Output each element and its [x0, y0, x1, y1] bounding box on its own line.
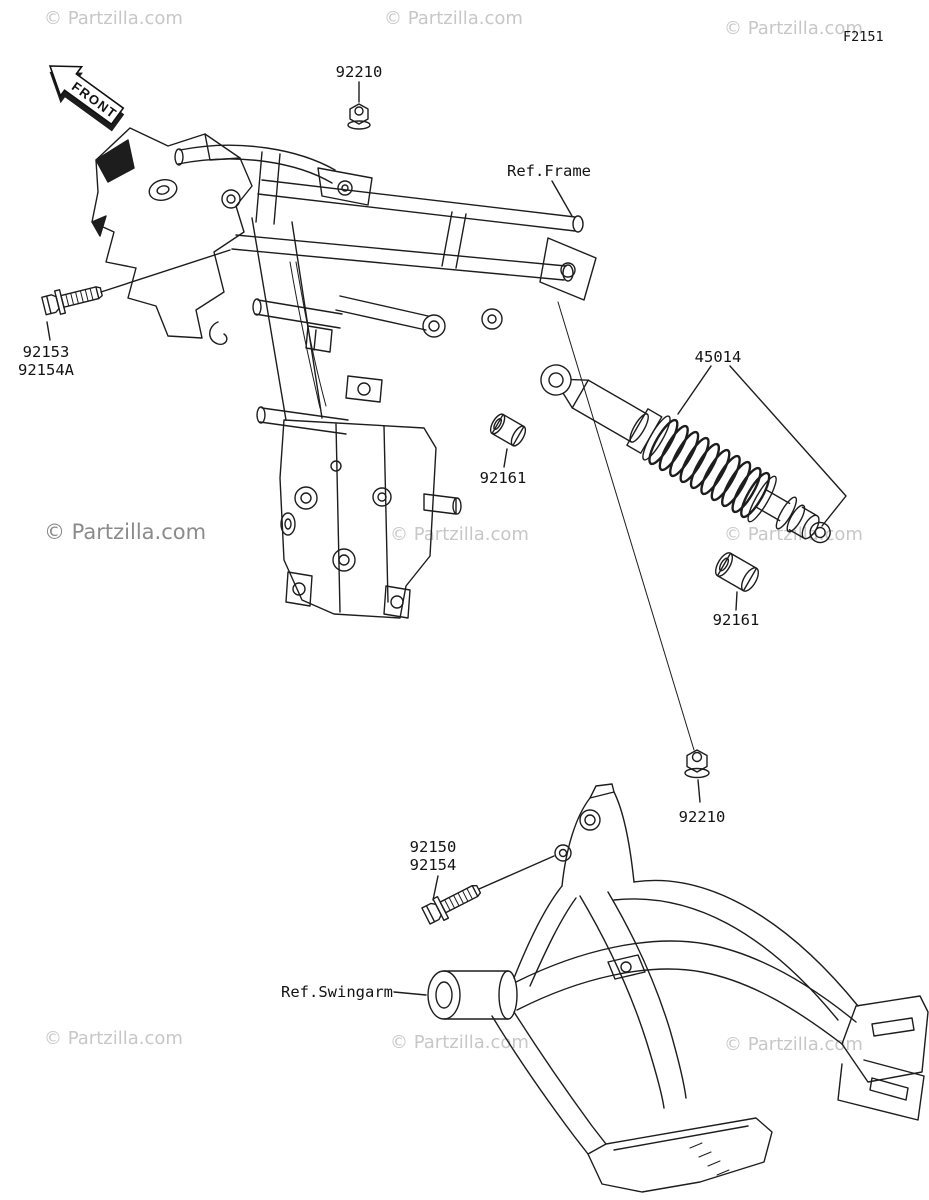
leader-line-nut-bottom	[697, 779, 701, 803]
callout-shock: 45014	[695, 348, 742, 366]
leader-line-ref-swingarm	[393, 991, 427, 996]
leader-line-bolt-lower	[478, 855, 555, 890]
watermark: © Partzilla.com	[44, 8, 183, 29]
bushing-lower-drawing	[714, 552, 760, 592]
nut-bottom-drawing	[684, 749, 710, 779]
watermark: © Partzilla.com	[384, 8, 523, 29]
watermark: © Partzilla.com	[390, 1032, 529, 1053]
callout-bushing-lower: 92161	[713, 611, 760, 629]
figure-code: F2151	[843, 29, 884, 45]
leader-line-shock-b	[729, 365, 847, 527]
watermark: © Partzilla.com	[44, 1028, 183, 1049]
callout-nut-top: 92210	[336, 63, 383, 81]
watermark: © Partzilla.com	[390, 524, 529, 545]
callout-ref-swingarm: Ref.Swingarm	[281, 983, 393, 1001]
leader-line-bushing-lower	[735, 591, 738, 611]
nut-top-drawing	[347, 103, 371, 130]
leader-line-ref-frame	[551, 180, 573, 217]
leader-line-bolt-upper-label	[46, 321, 51, 341]
bolt-lower-drawing	[421, 884, 482, 925]
callout-bolt-upper-alt: 92154A	[18, 361, 75, 379]
leader-line-long-diagonal	[557, 301, 695, 751]
bushing-upper-drawing	[489, 413, 527, 447]
leader-line-bolt-upper	[100, 249, 231, 293]
leader-line-bolt-lower-label	[432, 875, 439, 901]
callout-nut-bottom: 92210	[679, 808, 726, 826]
watermark: © Partzilla.com	[44, 520, 207, 544]
watermark: © Partzilla.com	[724, 524, 863, 545]
callout-bolt-lower: 92150	[410, 838, 457, 856]
leader-line-shock-a	[677, 365, 712, 415]
watermark: © Partzilla.com	[724, 18, 863, 39]
callout-bolt-upper: 92153	[23, 343, 70, 361]
frame-drawing	[91, 127, 597, 619]
callout-bolt-lower-alt: 92154	[410, 856, 457, 874]
callout-ref-frame: Ref.Frame	[507, 162, 591, 180]
shock-absorber-drawing	[540, 364, 831, 544]
front-arrow: FRONT	[48, 65, 125, 132]
swingarm-drawing	[427, 783, 929, 1193]
leader-line-bushing-upper	[503, 448, 508, 468]
bolt-upper-drawing	[41, 286, 103, 316]
watermark: © Partzilla.com	[724, 1034, 863, 1055]
callout-bushing-upper: 92161	[480, 469, 527, 487]
